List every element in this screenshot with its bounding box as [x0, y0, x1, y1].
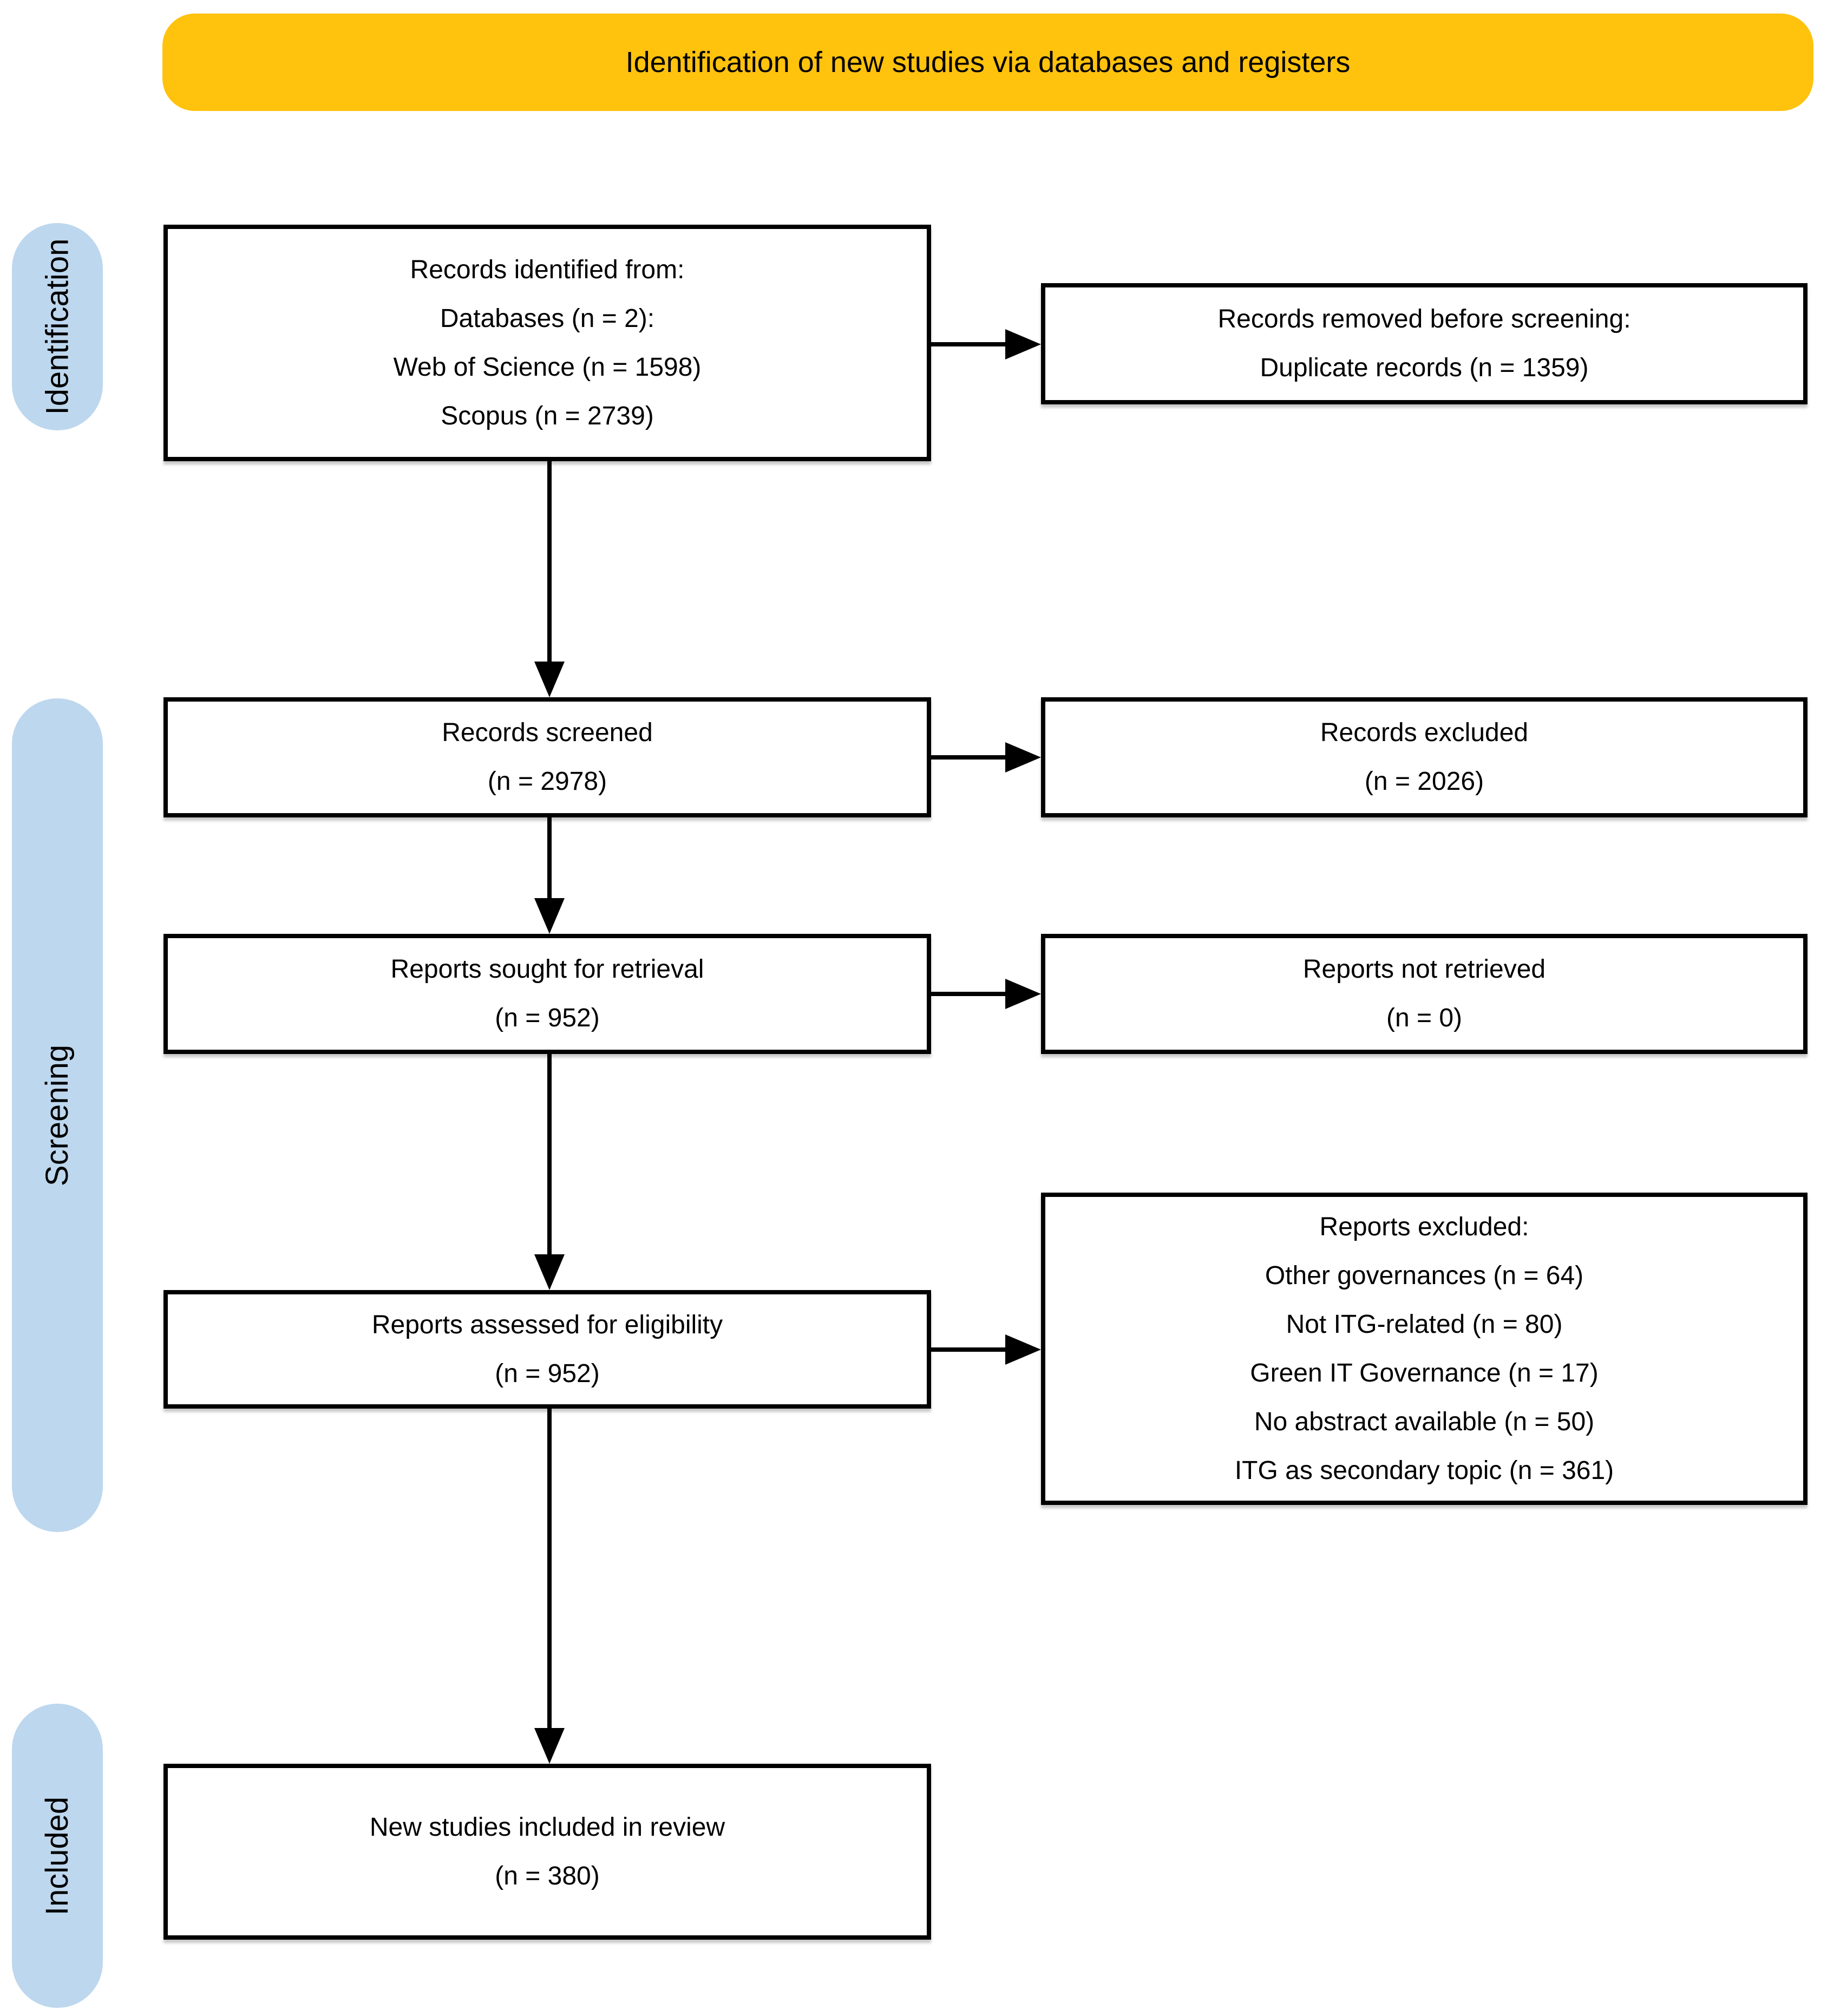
box-reports-assessed: Reports assessed for eligibility (n = 95…: [163, 1290, 931, 1409]
box-reports-sought: Reports sought for retrieval (n = 952): [163, 934, 931, 1054]
box-line: Other governances (n = 64): [1265, 1261, 1584, 1290]
box-line: (n = 380): [495, 1861, 600, 1890]
box-line: Not ITG-related (n = 80): [1286, 1310, 1563, 1339]
box-new-studies-included: New studies included in review (n = 380): [163, 1764, 931, 1940]
box-line: New studies included in review: [369, 1812, 725, 1842]
box-line: Records excluded: [1320, 718, 1529, 747]
box-line: Records screened: [442, 718, 653, 747]
box-reports-excluded: Reports excluded: Other governances (n =…: [1041, 1193, 1808, 1505]
box-records-identified: Records identified from: Databases (n = …: [163, 225, 931, 461]
arrow-screened-to-excluded-line: [931, 755, 1007, 760]
arrow-assessed-to-included-line: [547, 1409, 552, 1729]
stage-label-screening: Screening: [40, 1044, 75, 1186]
box-line: Green IT Governance (n = 17): [1250, 1358, 1599, 1387]
arrow-sought-to-assessed-line: [547, 1054, 552, 1255]
arrow-screened-to-excluded-head-icon: [1005, 742, 1041, 773]
arrow-sought-to-not-retrieved-line: [931, 992, 1007, 996]
arrow-assessed-to-reports-excluded-line: [931, 1347, 1007, 1352]
arrow-sought-to-not-retrieved-head-icon: [1005, 979, 1041, 1009]
box-line: (n = 2026): [1364, 767, 1484, 796]
box-line: No abstract available (n = 50): [1254, 1407, 1595, 1436]
arrow-identified-to-removed-line: [931, 342, 1007, 346]
header-banner: Identification of new studies via databa…: [162, 14, 1813, 111]
arrow-assessed-to-reports-excluded-head-icon: [1005, 1334, 1041, 1365]
box-records-screened: Records screened (n = 2978): [163, 697, 931, 817]
arrow-screened-to-sought-line: [547, 817, 552, 899]
stage-pill-identification: Identification: [12, 223, 103, 430]
box-line: (n = 2978): [487, 767, 607, 796]
box-reports-not-retrieved: Reports not retrieved (n = 0): [1041, 934, 1808, 1054]
box-line: Reports not retrieved: [1302, 955, 1546, 984]
arrow-identified-to-screened-line: [547, 461, 552, 663]
box-records-excluded: Records excluded (n = 2026): [1041, 697, 1808, 817]
box-line: (n = 952): [495, 1359, 600, 1388]
box-line: Scopus (n = 2739): [441, 401, 654, 430]
arrow-screened-to-sought-head-icon: [534, 898, 565, 934]
box-line: Reports sought for retrieval: [390, 955, 704, 984]
box-line: Records removed before screening:: [1217, 305, 1631, 333]
box-line: Records identified from:: [410, 255, 685, 284]
arrow-identified-to-removed-head-icon: [1005, 329, 1041, 359]
arrow-identified-to-screened-head-icon: [534, 662, 565, 697]
box-line: Reports assessed for eligibility: [371, 1310, 723, 1339]
stage-label-identification: Identification: [40, 238, 75, 415]
box-records-removed: Records removed before screening: Duplic…: [1041, 283, 1808, 404]
box-line: Databases (n = 2):: [440, 304, 655, 333]
box-line: ITG as secondary topic (n = 361): [1234, 1456, 1614, 1485]
box-line: Duplicate records (n = 1359): [1260, 354, 1589, 382]
box-line: Reports excluded:: [1319, 1212, 1529, 1241]
header-title: Identification of new studies via databa…: [625, 46, 1351, 78]
box-line: (n = 952): [495, 1004, 600, 1032]
stage-pill-screening: Screening: [12, 698, 103, 1532]
arrow-assessed-to-included-head-icon: [534, 1728, 565, 1764]
stage-label-included: Included: [40, 1796, 75, 1915]
stage-pill-included: Included: [12, 1704, 103, 2008]
box-line: Web of Science (n = 1598): [393, 352, 702, 382]
arrow-sought-to-assessed-head-icon: [534, 1254, 565, 1290]
box-line: (n = 0): [1386, 1004, 1463, 1032]
